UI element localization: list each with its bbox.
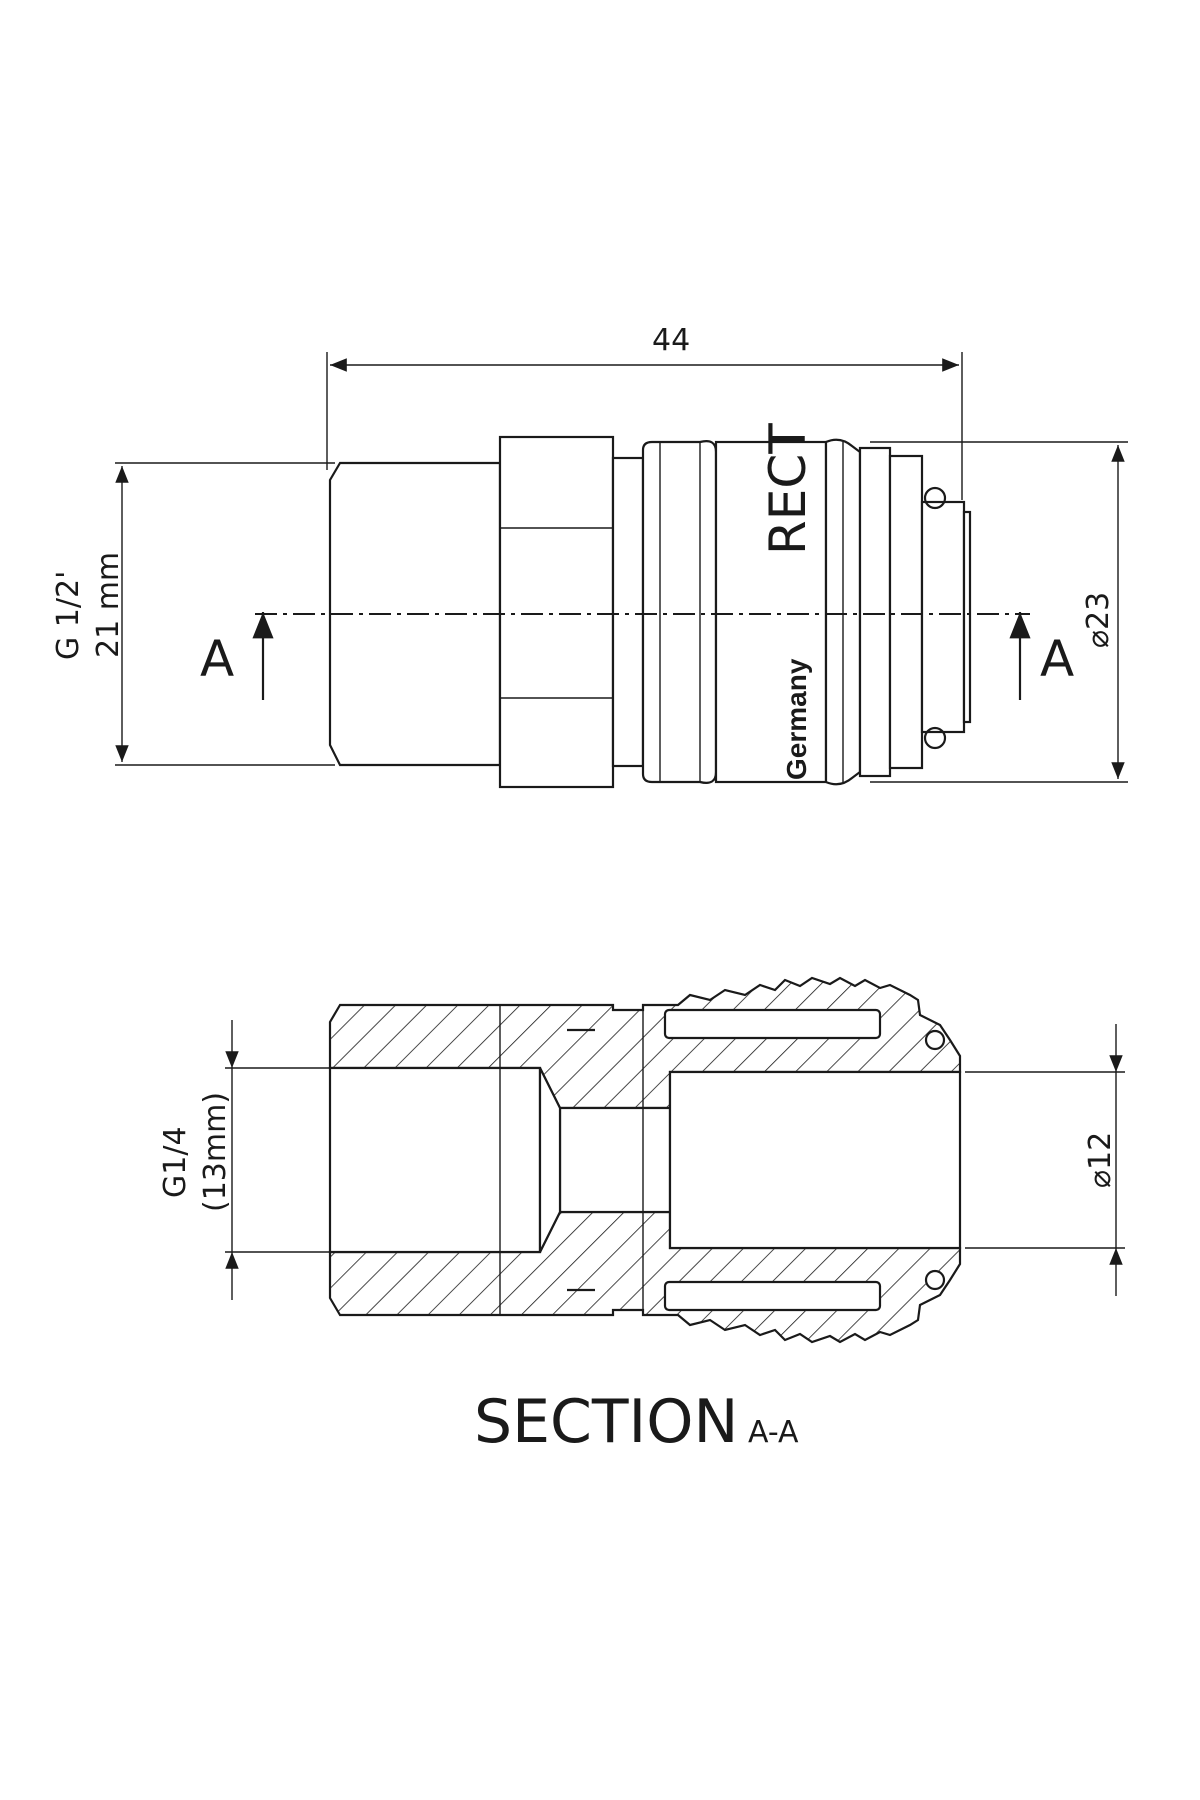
engraving-origin: Germany xyxy=(781,658,812,780)
diameter-dimension: ⌀23 xyxy=(1081,592,1116,648)
sleeve-slot-lower xyxy=(663,1280,882,1312)
bore-dimension: ⌀12 xyxy=(1083,1132,1118,1188)
neck xyxy=(611,456,645,768)
side-view: RECT Germany A A 44 G 1/2' 21 mm ⌀23 xyxy=(51,323,1128,789)
thread-dimension-line1: G 1/2' xyxy=(51,571,86,660)
section-label-right: A xyxy=(1040,630,1074,688)
section-view: G1/4 (13mm) ⌀12 SECTION A-A xyxy=(158,976,1125,1457)
section-title-suffix: A-A xyxy=(748,1415,799,1450)
section-thread-dimension-line2: (13mm) xyxy=(198,1092,233,1212)
section-thread-dimension-line1: G1/4 xyxy=(158,1126,193,1198)
section-title: SECTION xyxy=(474,1387,738,1457)
length-dimension: 44 xyxy=(652,323,690,358)
hex-nut xyxy=(498,435,615,789)
section-label-left: A xyxy=(200,630,234,688)
engraving-brand: RECT xyxy=(759,423,817,555)
middle-passage xyxy=(558,1106,672,1214)
inlet-bore xyxy=(328,1066,542,1254)
outlet-bore xyxy=(668,1070,962,1250)
sleeve-slot-upper xyxy=(663,1008,882,1040)
coupling-sleeve xyxy=(641,440,718,784)
thread-dimension-line2: 21 mm xyxy=(91,552,126,658)
